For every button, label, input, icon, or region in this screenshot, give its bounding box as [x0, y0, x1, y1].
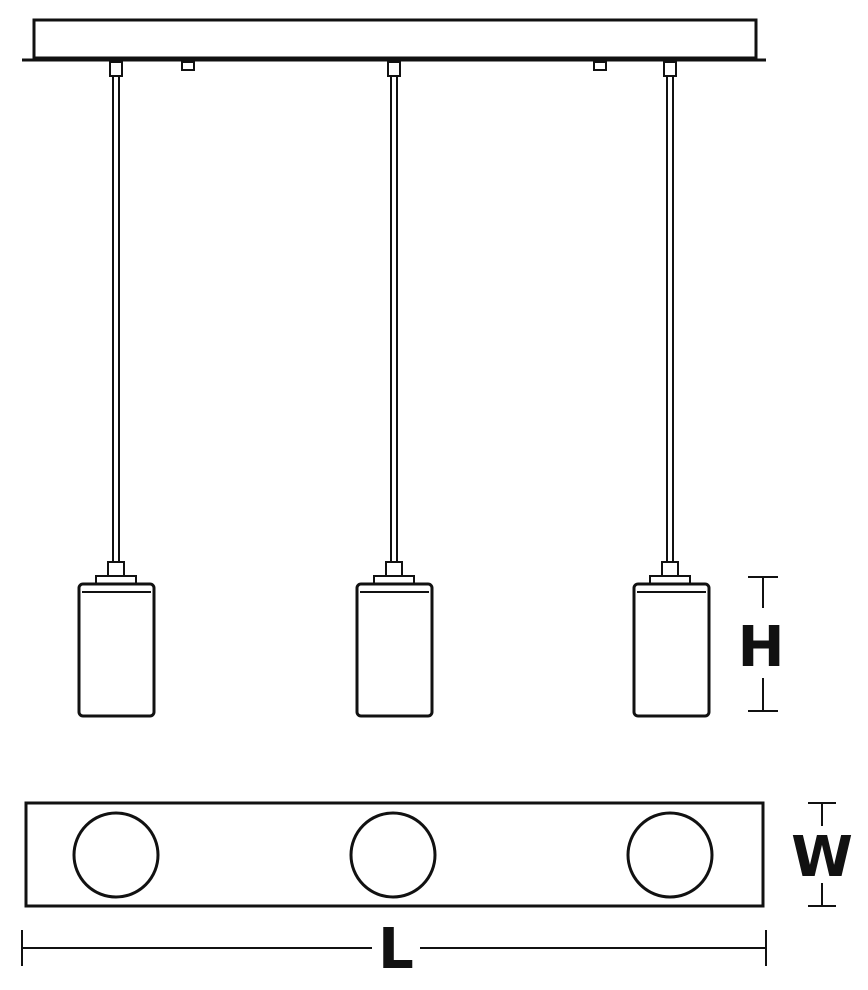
plan-shade-right [626, 811, 714, 899]
socket-cap [385, 561, 403, 577]
width-dimension: W [791, 802, 853, 907]
socket-cap [107, 561, 125, 577]
height-dimension: H [738, 576, 785, 712]
width-label: W [791, 825, 853, 890]
pendant-center [355, 61, 434, 718]
length-label: L [378, 917, 414, 982]
glass-shade [77, 582, 156, 718]
length-dimension: L [21, 917, 767, 982]
canopy-screw-left [181, 61, 195, 71]
pendant-left [77, 61, 156, 718]
canopy-screw-right [593, 61, 607, 71]
plan-canopy [24, 801, 765, 908]
cord-grip [663, 61, 677, 77]
plan-view [24, 801, 765, 908]
cord-grip [387, 61, 401, 77]
canopy [22, 18, 766, 71]
pendant-right [632, 61, 711, 718]
cord-grip [109, 61, 123, 77]
plan-shade-left [72, 811, 160, 899]
height-label: H [738, 615, 785, 680]
glass-shade [355, 582, 434, 718]
socket-cap [661, 561, 679, 577]
glass-shade [632, 582, 711, 718]
plan-shade-center [349, 811, 437, 899]
canopy-body [32, 18, 758, 60]
